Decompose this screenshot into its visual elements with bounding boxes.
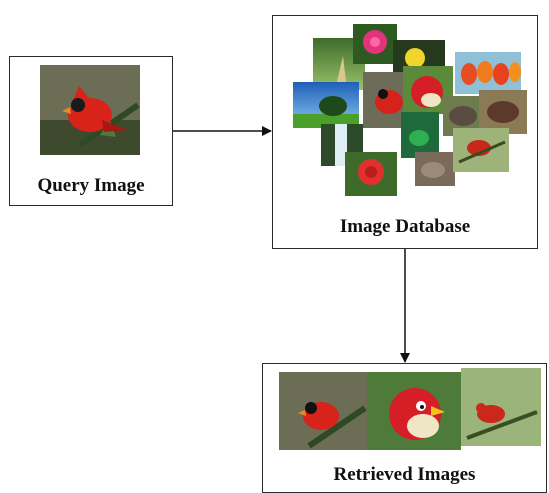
query-cardinal-image <box>40 65 140 155</box>
retrieved-images-label: Retrieved Images <box>333 464 476 485</box>
retrieved-angry-bird-image <box>367 372 461 450</box>
query-image-label: Query Image <box>37 175 145 196</box>
query-image-box: Query Image <box>9 56 173 206</box>
retrieved-cardinal-image <box>279 372 367 450</box>
sky-tree-thumbnail <box>293 82 359 128</box>
parrots-thumbnail <box>455 52 521 94</box>
frog-thumbnail <box>401 112 439 158</box>
retrieved-images-box: Retrieved Images <box>262 363 547 493</box>
angry-bird-thumbnail <box>403 66 453 114</box>
image-database-collage <box>293 24 527 196</box>
rose-thumbnail <box>345 152 397 196</box>
red-bird-thumbnail <box>453 128 509 172</box>
retrieved-red-bird-image <box>461 368 541 446</box>
image-database-box: Image Database <box>272 15 538 249</box>
pink-flower-thumbnail <box>353 24 397 64</box>
elephant-thumbnail-2 <box>479 90 527 134</box>
rock-thumbnail <box>415 152 455 186</box>
image-database-label: Image Database <box>339 216 471 237</box>
